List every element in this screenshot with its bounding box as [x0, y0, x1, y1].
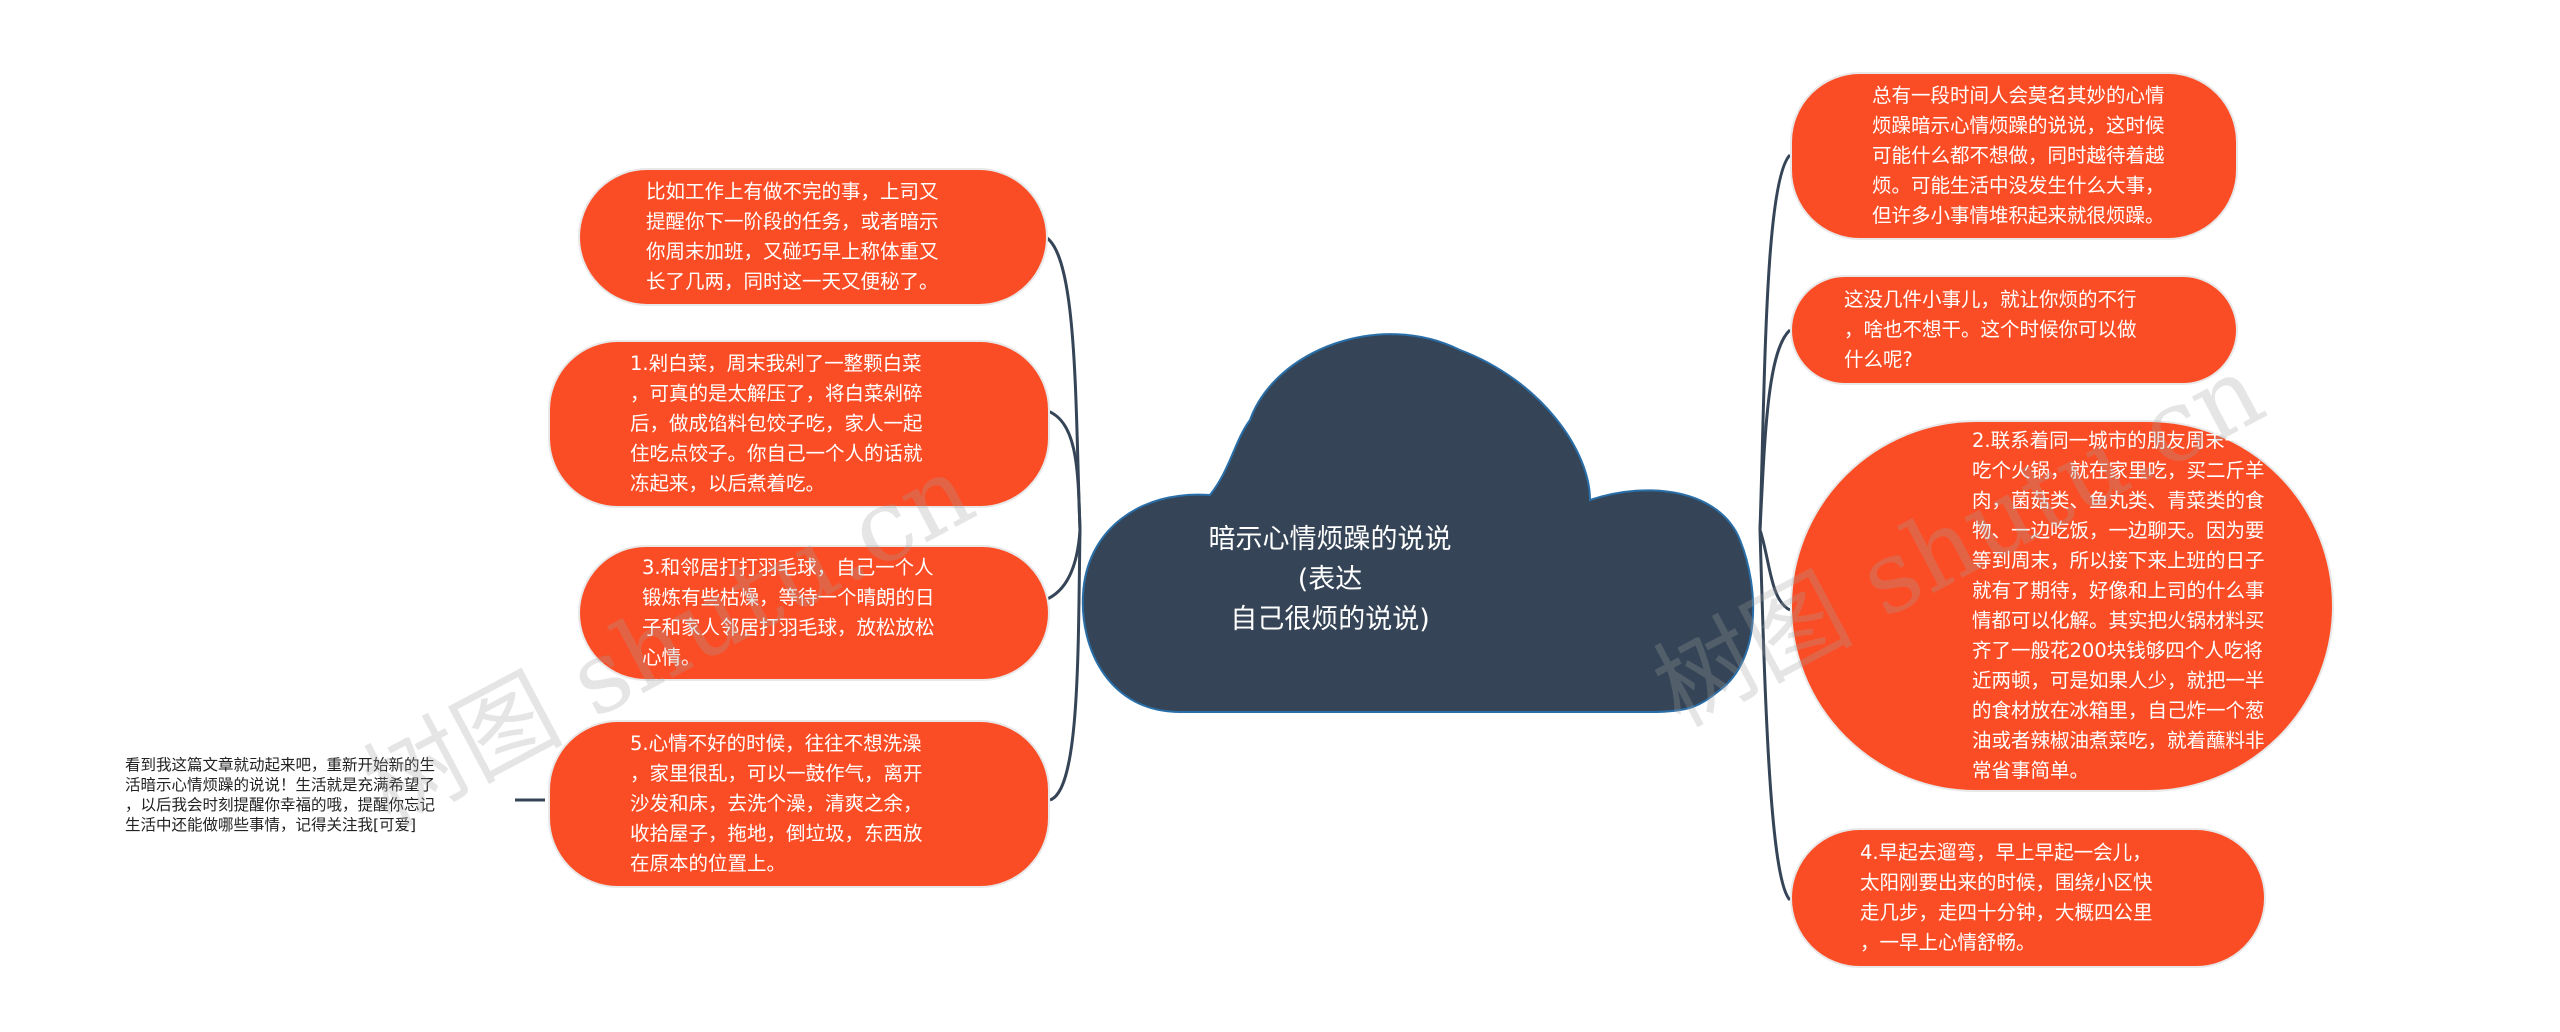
connector-left-1 — [1039, 233, 1082, 531]
node-left-3-text: 3.和邻居打打羽毛球，自己一个人 锻炼有些枯燥，等待一个晴朗的日 子和家人邻居打… — [642, 556, 935, 669]
node-right-1[interactable]: 总有一段时间人会莫名其妙的心情 烦躁暗示心情烦躁的说说，这时候 可能什么都不想做… — [1790, 72, 2238, 240]
node-right-2[interactable]: 这没几件小事儿，就让你烦的不行 ，啥也不想干。这个时候你可以做 什么呢? — [1790, 275, 2238, 385]
node-left-4[interactable]: 5.心情不好的时候，往往不想洗澡 ，家里很乱，可以一鼓作气，离开 沙发和床，去洗… — [548, 720, 1050, 888]
node-left-4-text: 5.心情不好的时候，往往不想洗澡 ，家里很乱，可以一鼓作气，离开 沙发和床，去洗… — [630, 732, 923, 875]
node-right-4[interactable]: 4.早起去遛弯，早上早起一会儿， 太阳刚要出来的时候，围绕小区快 走几步，走四十… — [1790, 828, 2266, 968]
node-left-1-text: 比如工作上有做不完的事，上司又 提醒你下一阶段的任务，或者暗示 你周末加班，又碰… — [646, 180, 939, 293]
node-right-2-text: 这没几件小事儿，就让你烦的不行 ，啥也不想干。这个时候你可以做 什么呢? — [1844, 288, 2137, 371]
connector-left-2 — [1044, 408, 1082, 531]
connector-right-2 — [1758, 328, 1792, 531]
connector-left-3 — [1044, 529, 1082, 602]
center-title[interactable]: 暗示心情烦躁的说说(表达 自己很烦的说说) — [1208, 524, 1452, 635]
connector-right-3 — [1758, 529, 1791, 612]
connector-lines — [515, 153, 1792, 902]
connector-right-4 — [1758, 529, 1792, 902]
node-left-3[interactable]: 3.和邻居打打羽毛球，自己一个人 锻炼有些枯燥，等待一个晴朗的日 子和家人邻居打… — [578, 545, 1050, 681]
node-left-2-text: 1.剁白菜，周末我剁了一整颗白菜 ，可真的是太解压了，将白菜剁碎 后，做成馅料包… — [630, 352, 923, 495]
node-left-1[interactable]: 比如工作上有做不完的事，上司又 提醒你下一阶段的任务，或者暗示 你周末加班，又碰… — [578, 168, 1048, 306]
connector-right-1 — [1758, 153, 1792, 531]
node-right-3[interactable]: 2.联系着同一城市的朋友周末一起 吃个火锅，就在家里吃，买二斤羊 肉，菌菇类、鱼… — [1790, 420, 2334, 792]
node-right-3-text: 2.联系着同一城市的朋友周末一起 吃个火锅，就在家里吃，买二斤羊 肉，菌菇类、鱼… — [1972, 429, 2265, 782]
node-right-4-text: 4.早起去遛弯，早上早起一会儿， 太阳刚要出来的时候，围绕小区快 走几步，走四十… — [1860, 841, 2153, 954]
connector-left-4 — [1049, 529, 1082, 802]
node-right-1-text: 总有一段时间人会莫名其妙的心情 烦躁暗示心情烦躁的说说，这时候 可能什么都不想做… — [1872, 84, 2165, 227]
center-cloud — [1081, 333, 1755, 713]
side-note[interactable]: 看到我这篇文章就动起来吧，重新开始新的生 活暗示心情烦躁的说说！生活就是充满希望… — [125, 756, 436, 834]
node-left-2[interactable]: 1.剁白菜，周末我剁了一整颗白菜 ，可真的是太解压了，将白菜剁碎 后，做成馅料包… — [548, 340, 1050, 508]
